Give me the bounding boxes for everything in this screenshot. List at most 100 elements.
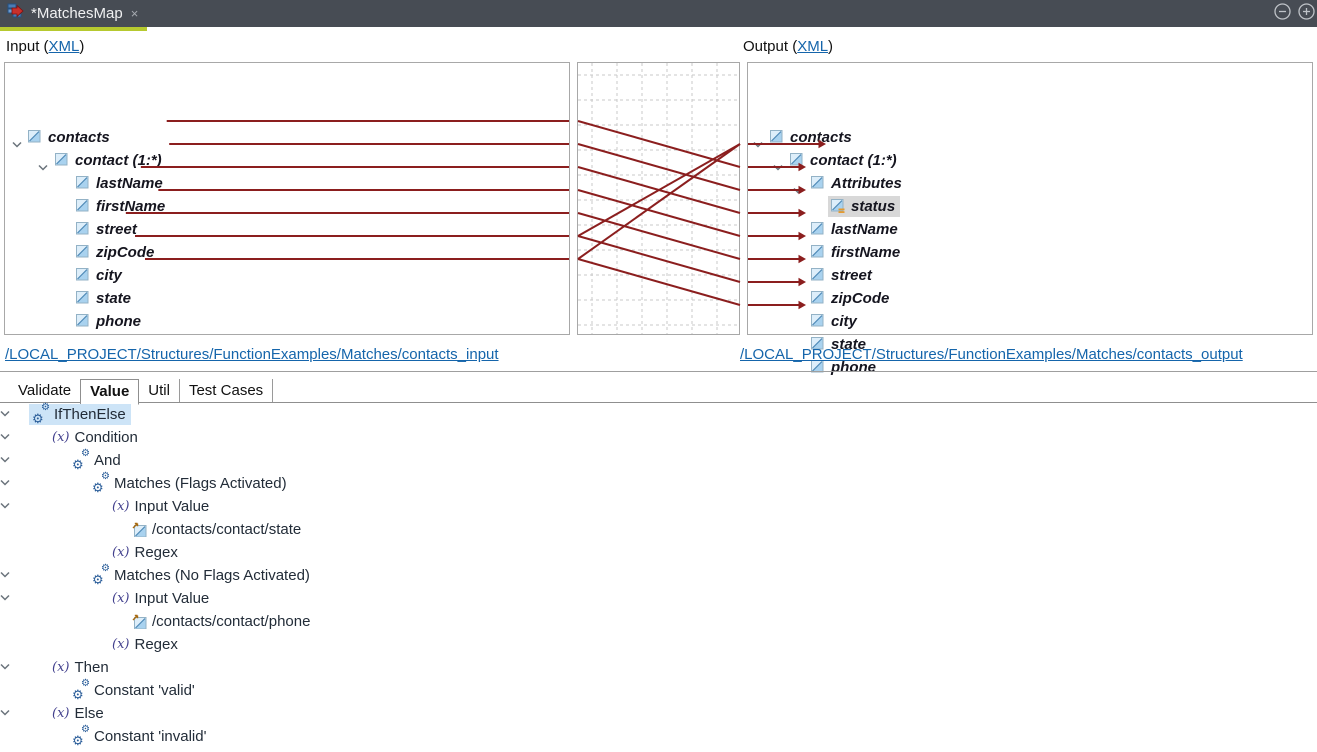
input-tree-node-city[interactable]: city: [5, 265, 569, 287]
input-tree-node-contacts[interactable]: contacts: [5, 127, 569, 149]
tab-validate[interactable]: Validate: [18, 382, 72, 399]
xml-element-icon: [811, 337, 826, 352]
node-label: Matches (No Flags Activated): [114, 567, 310, 584]
input-tree-node-contact-1-[interactable]: contact (1:*): [5, 150, 569, 172]
chevron-down-icon[interactable]: [12, 135, 22, 153]
function-tree-node-else[interactable]: (x)Else: [0, 703, 1317, 725]
function-tree-node-regex[interactable]: (x)Regex: [0, 542, 1317, 564]
input-tree-node-zipcode[interactable]: zipCode: [5, 242, 569, 264]
function-tree-node-constant-valid-[interactable]: ⚙⚙Constant 'valid': [0, 678, 1317, 702]
node-label: lastName: [831, 221, 898, 238]
output-tree-node-contact-1-[interactable]: contact (1:*): [748, 150, 1312, 172]
minus-circle-icon[interactable]: [1274, 3, 1291, 25]
function-tree-node-input-value[interactable]: (x) Input Value: [0, 588, 1317, 610]
fx-variable-icon: (x): [52, 660, 70, 675]
xml-element-icon: [811, 268, 826, 283]
output-tree-node-state[interactable]: state: [748, 334, 1312, 356]
function-gears-icon: ⚙⚙: [72, 678, 90, 702]
function-tree-node-input-value[interactable]: (x) Input Value: [0, 496, 1317, 518]
xml-element-icon: [76, 222, 91, 237]
function-tree-node-matches-no-flags-activated-[interactable]: ⚙⚙Matches (No Flags Activated): [0, 563, 1317, 587]
node-label: Matches (Flags Activated): [114, 475, 287, 492]
output-tree-node-city[interactable]: city: [748, 311, 1312, 333]
input-tree-node-lastname[interactable]: lastName: [5, 173, 569, 195]
xml-element-icon: [76, 245, 91, 260]
output-tree-node-lastname[interactable]: lastName: [748, 219, 1312, 241]
app-titlebar: *MatchesMap ×: [0, 0, 1317, 31]
fx-variable-icon: (x): [112, 499, 130, 514]
output-tree-node-firstname[interactable]: firstName: [748, 242, 1312, 264]
output-panel-label: Output (XML): [743, 38, 834, 55]
active-tab-accent-bar: [0, 27, 147, 31]
output-tree-node-contacts[interactable]: contacts: [748, 127, 1312, 149]
node-label: /contacts/contact/phone: [152, 613, 311, 630]
chevron-down-icon[interactable]: [0, 565, 10, 582]
xml-element-icon: [76, 291, 91, 306]
node-label: phone: [96, 313, 141, 330]
xml-element-icon: [811, 291, 826, 306]
input-xml-link[interactable]: XML: [48, 38, 80, 55]
function-tree-node-then[interactable]: (x)Then: [0, 657, 1317, 679]
input-tree-node-firstname[interactable]: firstName: [5, 196, 569, 218]
input-tree-node-state[interactable]: state: [5, 288, 569, 310]
function-tree-node-matches-flags-activated-[interactable]: ⚙⚙Matches (Flags Activated): [0, 471, 1317, 495]
chevron-down-icon[interactable]: [38, 158, 48, 176]
node-label: Attributes: [831, 175, 902, 192]
chevron-down-icon[interactable]: [0, 473, 10, 490]
xml-element-icon: [76, 176, 91, 191]
node-label: zipCode: [96, 244, 155, 261]
chevron-down-icon[interactable]: [0, 657, 10, 674]
function-tree-node-condition[interactable]: (x) Condition: [0, 427, 1317, 449]
function-tree-node-and[interactable]: ⚙⚙And: [0, 449, 1317, 472]
function-tree: ⚙⚙IfThenElse(x)Condition⚙⚙And⚙⚙Matches (…: [0, 403, 1317, 752]
chevron-down-icon[interactable]: [0, 404, 10, 421]
xml-element-icon: [28, 130, 43, 145]
tab-util[interactable]: Util: [139, 379, 180, 402]
xml-element-icon: [770, 130, 785, 145]
function-tree-node--contacts-contact-phone[interactable]: /contacts/contact/phone: [0, 611, 1317, 633]
input-structure-path-link[interactable]: /LOCAL_PROJECT/Structures/FunctionExampl…: [5, 346, 499, 363]
output-structure-path-link[interactable]: /LOCAL_PROJECT/Structures/FunctionExampl…: [740, 346, 1243, 363]
output-tree-node-street[interactable]: street: [748, 265, 1312, 287]
node-label: Constant 'valid': [94, 682, 195, 699]
tab-test-cases[interactable]: Test Cases: [180, 379, 274, 402]
output-tree-node-zipcode[interactable]: zipCode: [748, 288, 1312, 310]
node-label: Condition: [74, 429, 138, 446]
output-tree-node-status[interactable]: status: [748, 196, 1312, 218]
xml-element-input-icon: [132, 522, 147, 537]
fx-variable-icon: (x): [112, 591, 130, 606]
xml-element-icon: [55, 153, 70, 168]
pane-splitter[interactable]: [0, 371, 1317, 372]
plus-circle-icon[interactable]: [1298, 3, 1315, 25]
function-tree-node-regex[interactable]: (x)Regex: [0, 634, 1317, 656]
function-tree-node-ifthenelse[interactable]: ⚙⚙IfThenElse: [0, 403, 1317, 426]
tab-close-icon[interactable]: ×: [130, 6, 139, 21]
output-tree-node-attributes[interactable]: Attributes: [748, 173, 1312, 195]
node-label: contact (1:*): [75, 152, 162, 169]
function-tree-node--contacts-contact-state[interactable]: /contacts/contact/state: [0, 519, 1317, 541]
function-tree-node-constant-invalid-[interactable]: ⚙⚙Constant 'invalid': [0, 725, 1317, 748]
chevron-down-icon[interactable]: [0, 450, 10, 467]
xml-attribute-icon: [831, 199, 846, 214]
chevron-down-icon[interactable]: [0, 588, 10, 605]
node-label: firstName: [96, 198, 166, 215]
node-label: Input Value: [134, 498, 210, 515]
node-label: contacts: [790, 129, 852, 146]
fx-variable-icon: (x): [52, 430, 70, 445]
chevron-down-icon[interactable]: [0, 703, 10, 720]
node-label: street: [831, 267, 872, 284]
node-label: street: [96, 221, 137, 238]
input-tree-node-phone[interactable]: phone: [5, 311, 569, 333]
function-gears-icon: ⚙⚙: [92, 563, 110, 587]
tab-value[interactable]: Value: [80, 379, 140, 405]
node-label: status: [851, 198, 896, 215]
function-gears-icon: ⚙⚙: [92, 471, 110, 495]
chevron-down-icon[interactable]: [0, 427, 10, 444]
chevron-down-icon[interactable]: [0, 496, 10, 513]
document-tab[interactable]: *MatchesMap ×: [0, 0, 147, 27]
output-xml-link[interactable]: XML: [797, 38, 829, 55]
node-label: city: [96, 267, 122, 284]
node-label: Input Value: [134, 590, 210, 607]
input-tree-node-street[interactable]: street: [5, 219, 569, 241]
